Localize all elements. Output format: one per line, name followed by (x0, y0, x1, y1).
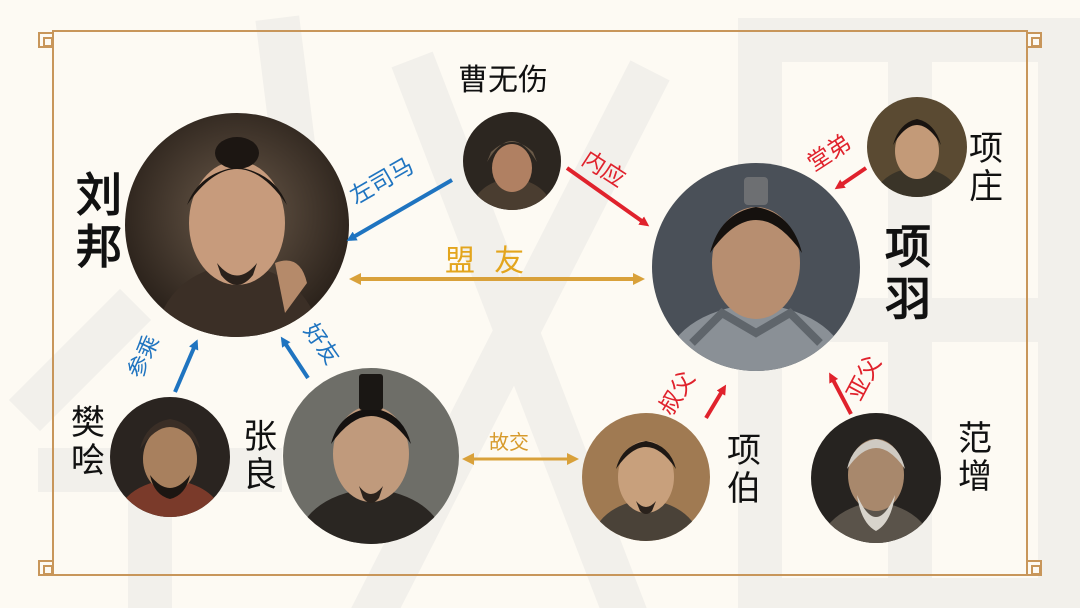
zhangliang-portrait (283, 368, 459, 544)
liubang-portrait (125, 113, 349, 337)
frame-corner-ornament (1026, 32, 1042, 48)
label-gujiao: 故交 (489, 430, 529, 454)
fankuai-name: 樊哙 (71, 403, 105, 482)
decorative-frame (52, 30, 1028, 576)
fankuai-portrait (110, 397, 230, 517)
xiangyu-name: 项羽 (885, 220, 931, 326)
caowushang-name: 曹无伤 (458, 63, 548, 98)
frame-corner-ornament (38, 32, 54, 48)
frame-corner-ornament (1026, 560, 1042, 576)
xiangyu-portrait (652, 163, 860, 371)
liubang-name: 刘邦 (76, 168, 122, 274)
xiangzhuang-portrait (867, 97, 967, 197)
caowushang-portrait (463, 112, 561, 210)
xiangbo-name: 项伯 (727, 431, 761, 510)
label-alliance: 盟 友 (445, 244, 525, 279)
fanzeng-name: 范增 (958, 419, 992, 498)
xiangbo-portrait (582, 413, 710, 541)
zhangliang-name: 张良 (243, 417, 277, 496)
xiangzhuang-name: 项庄 (969, 129, 1003, 208)
frame-corner-ornament (38, 560, 54, 576)
fanzeng-portrait (811, 413, 941, 543)
